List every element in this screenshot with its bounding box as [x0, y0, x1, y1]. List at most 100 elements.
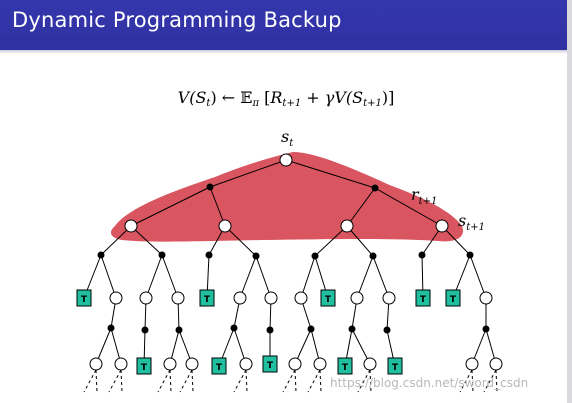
- state-node: [489, 357, 503, 371]
- svg-text:T: T: [450, 295, 457, 305]
- action-node: [206, 183, 214, 191]
- continuation-edge: [483, 369, 497, 393]
- state-node: [139, 291, 153, 305]
- action-node: [230, 324, 238, 332]
- tree-edge: [346, 225, 374, 257]
- state-node: [350, 291, 364, 305]
- action-node: [371, 184, 379, 192]
- continuation-edge: [369, 369, 372, 393]
- action-node: [205, 251, 213, 259]
- eq-r-sub: t+1: [282, 98, 302, 109]
- tree-edge: [372, 255, 390, 299]
- state-node: [163, 357, 177, 371]
- continuation-edge: [294, 369, 297, 393]
- continuation-edge: [157, 369, 171, 393]
- continuation-edge: [307, 369, 321, 393]
- continuation-edge: [495, 369, 498, 393]
- tree-edge: [209, 186, 226, 227]
- backup-highlight-region: [110, 152, 464, 242]
- state-node: [382, 291, 396, 305]
- slide-right-edge: [567, 0, 572, 403]
- state-node: [239, 357, 253, 371]
- state-node: [279, 153, 293, 167]
- continuation-edge: [245, 369, 248, 393]
- state-node: [435, 219, 449, 233]
- svg-text:T: T: [141, 363, 148, 373]
- action-node: [252, 252, 260, 260]
- eq-r: R: [270, 88, 283, 107]
- continuation-edge: [83, 369, 97, 393]
- label-s-t: st: [281, 127, 294, 149]
- terminal-node: T: [337, 357, 353, 375]
- slide-title-bar: Dynamic Programming Backup: [0, 0, 572, 50]
- tree-edge: [100, 254, 117, 299]
- action-node: [97, 251, 105, 259]
- action-node: [307, 325, 315, 333]
- action-node: [175, 326, 183, 334]
- state-node: [264, 291, 278, 305]
- slide-title: Dynamic Programming Backup: [12, 8, 342, 32]
- continuation-edge: [120, 369, 123, 393]
- watermark: https://blog.csdn.net/sword_csdn: [330, 376, 529, 390]
- tree-edge: [130, 225, 163, 256]
- tree-edge: [161, 254, 179, 299]
- state-node: [294, 291, 308, 305]
- continuation-edge: [108, 369, 122, 393]
- terminal-node: T: [262, 355, 278, 373]
- terminal-node: T: [445, 289, 461, 307]
- state-node: [218, 219, 232, 233]
- tree-edge: [209, 159, 287, 188]
- label-r-t1: rt+1: [411, 185, 437, 207]
- eq-pi: π: [252, 98, 260, 109]
- eq-bracket: [: [259, 88, 271, 107]
- terminal-node: T: [199, 289, 215, 307]
- state-node: [363, 357, 377, 371]
- eq-close-bracket: )]: [381, 88, 395, 107]
- continuation-edge: [471, 369, 474, 393]
- action-node: [383, 326, 391, 334]
- state-node: [171, 291, 185, 305]
- eq-close: ): [210, 88, 217, 107]
- state-node: [109, 291, 123, 305]
- eq-s-sub: t: [206, 98, 211, 109]
- svg-text:T: T: [420, 295, 427, 305]
- continuation-edge: [233, 369, 247, 393]
- eq-s: S: [195, 88, 207, 107]
- tree-edge: [300, 255, 316, 299]
- terminal-node: T: [136, 357, 152, 375]
- continuation-edge: [95, 369, 98, 393]
- state-node: [313, 357, 327, 371]
- tree-edge: [356, 255, 374, 299]
- tree-edge: [314, 225, 348, 257]
- action-node: [158, 251, 166, 259]
- svg-text:T: T: [216, 363, 223, 373]
- state-node: [479, 291, 493, 305]
- eq-s2: S: [352, 88, 364, 107]
- action-node: [311, 252, 319, 260]
- continuation-edge: [357, 369, 371, 393]
- state-node: [233, 291, 247, 305]
- label-s-t1: st+1: [458, 211, 485, 233]
- continuation-edge: [169, 369, 172, 393]
- eq-v2: V(: [334, 88, 353, 107]
- continuation-edge: [282, 369, 296, 393]
- tree-edge: [224, 225, 257, 257]
- svg-text:T: T: [342, 363, 349, 373]
- continuation-edge: [459, 369, 473, 393]
- tree-edge: [346, 187, 376, 227]
- tree-edge: [441, 225, 471, 256]
- svg-text:T: T: [267, 361, 274, 371]
- terminal-node: T: [211, 357, 227, 375]
- action-node: [141, 326, 149, 334]
- state-node: [340, 219, 354, 233]
- action-node: [418, 251, 426, 259]
- state-node: [124, 219, 138, 233]
- state-node: [114, 357, 128, 371]
- eq-v: V(: [177, 88, 196, 107]
- state-node: [465, 357, 479, 371]
- svg-text:T: T: [204, 295, 211, 305]
- svg-text:T: T: [81, 295, 88, 305]
- continuation-edge: [191, 369, 194, 393]
- state-node: [89, 357, 103, 371]
- tree-edge: [145, 254, 163, 299]
